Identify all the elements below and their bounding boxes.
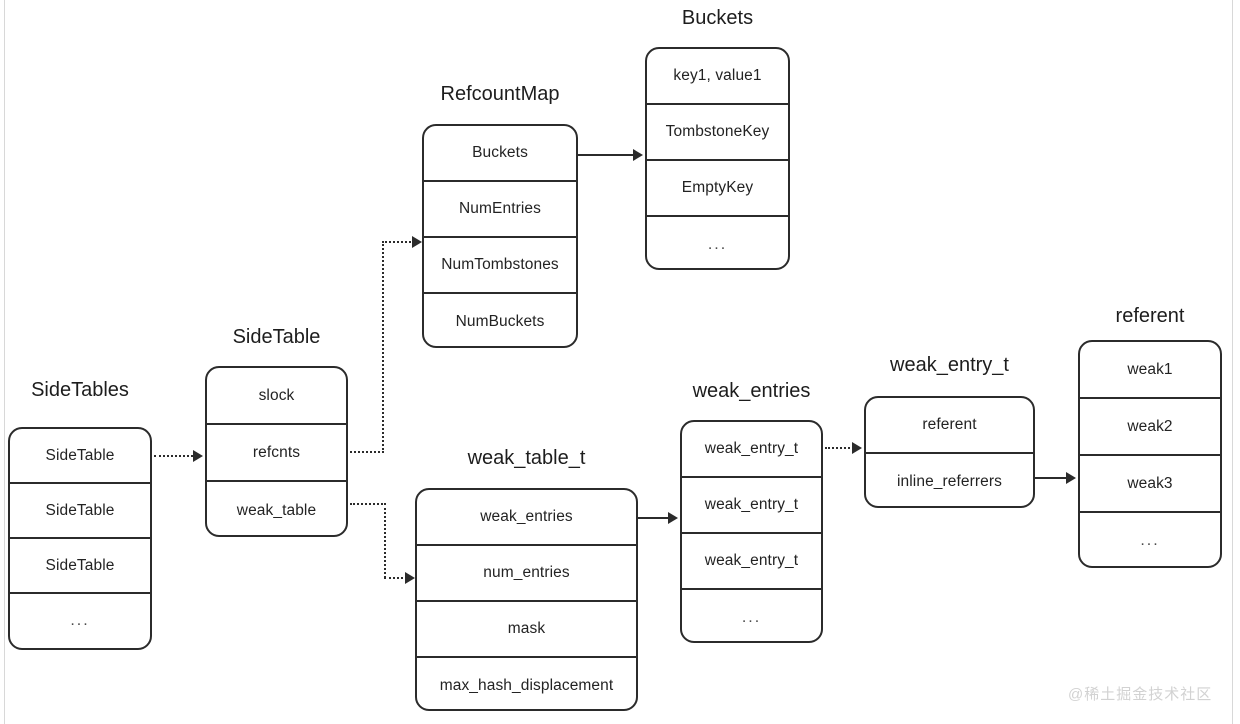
arrowhead-refcnts-to-refcountmap: [412, 236, 422, 248]
row-label: weak_entries: [480, 508, 573, 525]
sidetable-box: slock refcnts weak_table: [205, 366, 348, 537]
arrowhead-weak-table-t-to-weak-entries: [668, 512, 678, 524]
sidetables-box: SideTable SideTable SideTable ...: [8, 427, 152, 650]
refcountmap-row-buckets[interactable]: Buckets: [424, 126, 576, 182]
weak-entries-row-ellipsis: ...: [682, 590, 821, 641]
canvas-left-border: [4, 0, 5, 724]
connector-weak-table-seg3: [384, 577, 407, 579]
canvas-right-border: [1232, 0, 1233, 724]
title-weak-table-t: weak_table_t: [467, 447, 586, 469]
row-label: SideTable: [45, 556, 115, 574]
sidetable-row-weak-table[interactable]: weak_table: [207, 482, 346, 535]
row-label: NumBuckets: [455, 313, 545, 330]
connector-weak-entry-t-to-referent: [1035, 477, 1068, 479]
buckets-box: key1, value1 TombstoneKey EmptyKey ...: [645, 47, 790, 270]
referent-row-weak1[interactable]: weak1: [1080, 342, 1220, 399]
buckets-row-ellipsis: ...: [647, 217, 788, 268]
weak-table-t-row-weak-entries[interactable]: weak_entries: [417, 490, 636, 546]
row-label: weak1: [1127, 360, 1173, 378]
weak-entry-t-row-inline-referrers[interactable]: inline_referrers: [866, 454, 1033, 506]
buckets-row-emptykey[interactable]: EmptyKey: [647, 161, 788, 217]
row-label: NumTombstones: [441, 256, 559, 273]
weak-entries-row[interactable]: weak_entry_t: [682, 478, 821, 534]
row-label: Buckets: [472, 144, 528, 161]
title-refcountmap: RefcountMap: [440, 83, 560, 105]
row-label: weak_entry_t: [704, 552, 799, 569]
title-weak-entries: weak_entries: [692, 380, 811, 402]
buckets-row-tombstonekey[interactable]: TombstoneKey: [647, 105, 788, 161]
weak-table-t-box: weak_entries num_entries mask max_hash_d…: [415, 488, 638, 711]
connector-weak-table-t-to-weak-entries: [638, 517, 670, 519]
weak-table-t-row-num-entries[interactable]: num_entries: [417, 546, 636, 602]
row-label: refcnts: [252, 443, 301, 461]
arrowhead-sidetables-to-sidetable: [193, 450, 203, 462]
row-label: weak3: [1127, 474, 1173, 492]
row-label: NumEntries: [459, 200, 541, 217]
weak-entries-box: weak_entry_t weak_entry_t weak_entry_t .…: [680, 420, 823, 643]
title-referent: referent: [1115, 305, 1185, 327]
title-sidetable: SideTable: [232, 326, 321, 348]
connector-sidetables-to-sidetable: [154, 455, 193, 457]
weak-entries-row[interactable]: weak_entry_t: [682, 422, 821, 478]
row-label: ...: [70, 612, 90, 629]
arrowhead-weak-entry-t-to-referent: [1066, 472, 1076, 484]
title-buckets: Buckets: [681, 7, 754, 29]
row-label: ...: [1140, 532, 1160, 549]
sidetables-row-ellipsis: ...: [10, 594, 150, 648]
row-label: ...: [707, 235, 728, 253]
row-label: key1, value1: [673, 67, 762, 84]
row-label: weak_entry_t: [704, 496, 799, 513]
row-label: inline_referrers: [897, 473, 1002, 490]
weak-entry-t-row-referent[interactable]: referent: [866, 398, 1033, 454]
connector-weak-entries-to-weak-entry-t: [825, 447, 854, 449]
refcountmap-row-numentries[interactable]: NumEntries: [424, 182, 576, 238]
watermark: @稀土掘金技术社区: [1068, 686, 1213, 703]
referent-row-weak2[interactable]: weak2: [1080, 399, 1220, 456]
referent-row-ellipsis: ...: [1080, 513, 1220, 566]
row-label: num_entries: [483, 564, 570, 581]
row-label: weak_entry_t: [704, 440, 799, 457]
refcountmap-box: Buckets NumEntries NumTombstones NumBuck…: [422, 124, 578, 348]
row-label: weak2: [1127, 417, 1173, 435]
row-label: SideTable: [45, 446, 115, 464]
sidetables-row[interactable]: SideTable: [10, 429, 150, 484]
title-weak-entry-t: weak_entry_t: [890, 354, 1009, 376]
title-sidetables: SideTables: [31, 379, 129, 401]
arrowhead-refcountmap-to-buckets: [633, 149, 643, 161]
connector-refcountmap-to-buckets: [578, 154, 635, 156]
buckets-row-key-value[interactable]: key1, value1: [647, 49, 788, 105]
sidetables-row[interactable]: SideTable: [10, 539, 150, 594]
weak-entry-t-box: referent inline_referrers: [864, 396, 1035, 508]
referent-box: weak1 weak2 weak3 ...: [1078, 340, 1222, 568]
refcountmap-row-numbuckets[interactable]: NumBuckets: [424, 294, 576, 346]
weak-table-t-row-max-hash-displacement[interactable]: max_hash_displacement: [417, 658, 636, 709]
row-label: slock: [258, 386, 295, 404]
row-label: max_hash_displacement: [439, 676, 614, 694]
row-label: mask: [507, 620, 546, 637]
connector-weak-table-seg1: [350, 503, 386, 505]
connector-weak-table-seg2: [384, 503, 386, 578]
weak-table-t-row-mask[interactable]: mask: [417, 602, 636, 658]
sidetables-row[interactable]: SideTable: [10, 484, 150, 539]
row-label: weak_table: [236, 501, 317, 519]
weak-entries-row[interactable]: weak_entry_t: [682, 534, 821, 590]
connector-refcnts-seg1: [350, 451, 384, 453]
row-label: ...: [741, 608, 762, 626]
sidetable-row-refcnts[interactable]: refcnts: [207, 425, 346, 482]
refcountmap-row-numtombstones[interactable]: NumTombstones: [424, 238, 576, 294]
row-label: referent: [922, 416, 977, 433]
connector-refcnts-seg2: [382, 241, 384, 453]
arrowhead-weak-entries-to-weak-entry-t: [852, 442, 862, 454]
sidetable-row-slock[interactable]: slock: [207, 368, 346, 425]
referent-row-weak3[interactable]: weak3: [1080, 456, 1220, 513]
row-label: EmptyKey: [681, 179, 754, 196]
row-label: SideTable: [45, 501, 115, 519]
connector-refcnts-seg3: [382, 241, 414, 243]
row-label: TombstoneKey: [665, 123, 770, 140]
arrowhead-weak-table-to-weak-table-t: [405, 572, 415, 584]
